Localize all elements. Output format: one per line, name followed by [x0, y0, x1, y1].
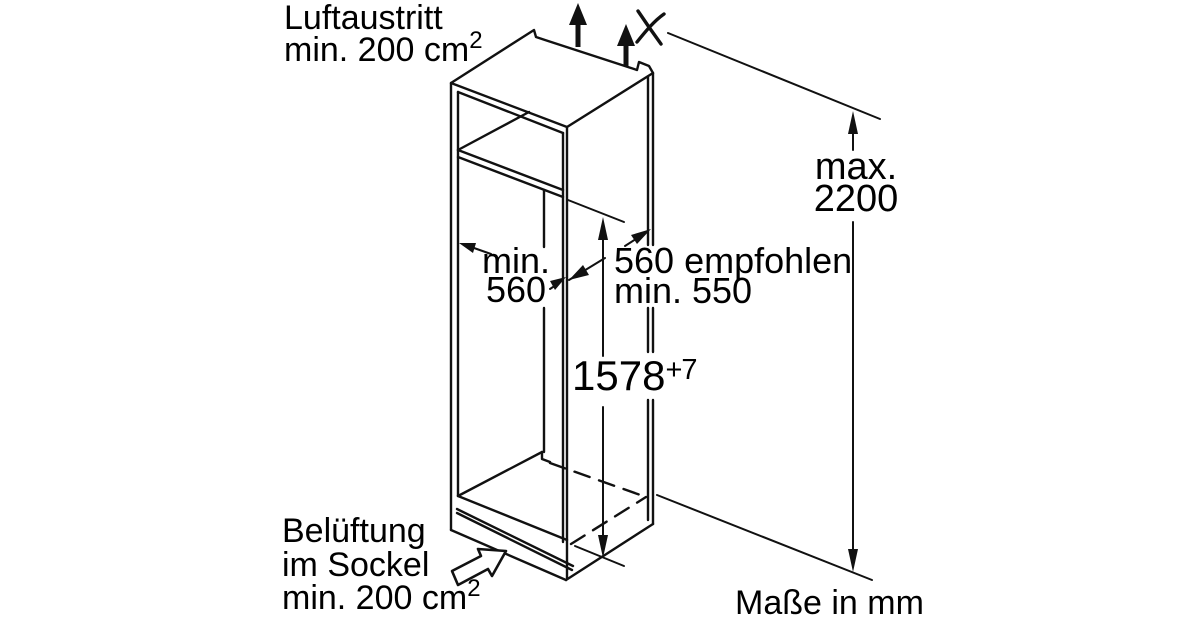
floor-back-notch	[540, 450, 552, 464]
plinth-vent-label-line3: min. 200 cm2	[282, 577, 481, 617]
plinth-vent-label-line2: im Sockel	[282, 546, 430, 584]
niche-depth-line1: 560 empfohlen	[614, 240, 853, 281]
niche-width-line2: 560	[485, 269, 547, 310]
air-outlet-superscript: 2	[469, 27, 483, 54]
air-outlet-label-text: min. 200 cm	[284, 31, 470, 69]
floor-front-edge	[456, 494, 569, 542]
air-outlet-label-line2: min. 200 cm2	[284, 29, 483, 69]
arrowhead-width-left	[459, 243, 476, 253]
max-height-value: 2200	[813, 178, 899, 220]
up-arrow-icon	[569, 3, 587, 47]
shelf-left-depth-edge	[456, 110, 531, 152]
niche-height-tolerance: +7	[665, 354, 697, 386]
hollow-block-arrow-icon	[450, 547, 508, 587]
niche-width-leader-left	[473, 247, 492, 255]
niche-height-bottom-ref	[574, 545, 625, 567]
hidden-floor-edges	[548, 461, 648, 546]
top-face	[449, 28, 655, 129]
plinth-rail-top	[455, 507, 575, 568]
cabinet-outline	[449, 28, 655, 582]
airflow-arrows-top	[569, 3, 635, 66]
arrowhead-max-bottom	[848, 549, 858, 572]
floor-right-hidden-edge	[569, 495, 648, 546]
extension-lines	[567, 32, 881, 581]
arrowhead-height-top	[598, 217, 608, 240]
niche-height-top-ref	[567, 199, 625, 223]
up-arrow-icon	[617, 24, 635, 66]
arrowhead-width-right	[550, 277, 566, 290]
niche-depth-line2: min. 550	[614, 270, 753, 311]
plinth-rail-bottom	[455, 511, 574, 572]
max-height-bottom-ref	[656, 494, 873, 581]
floor-left-depth-edge	[456, 450, 544, 498]
niche-height-value: 1578+7	[572, 352, 698, 399]
niche-width-line1: min.	[482, 240, 551, 281]
air-outlet-label-line1: Luftaustritt	[284, 0, 443, 37]
arrowhead-height-bottom	[598, 535, 608, 558]
plinth-vent-superscript: 2	[467, 575, 481, 602]
plinth-vent-label-line1: Belüftung	[282, 512, 426, 550]
plinth-vent-label-text: min. 200 cm	[282, 579, 468, 617]
right-face-bottom-edge	[564, 522, 655, 582]
arrowhead-depth-lower	[569, 265, 589, 280]
units-note: Maße in mm	[735, 584, 924, 622]
arrowhead-max-top	[848, 111, 858, 134]
opening-top-edge	[456, 90, 565, 135]
niche-height-number: 1578	[572, 352, 666, 399]
max-height-top-ref	[667, 32, 881, 120]
shelf-front-edges	[456, 148, 565, 199]
arrowhead-depth-upper	[631, 229, 651, 244]
bottom-front-outer-edge	[449, 528, 568, 582]
max-height-prefix: max.	[814, 146, 898, 188]
dimension-lines	[473, 131, 854, 552]
break-x-mark-icon	[635, 9, 666, 46]
floor-back-hidden-edge	[548, 461, 648, 499]
dimension-arrowheads	[459, 111, 858, 572]
